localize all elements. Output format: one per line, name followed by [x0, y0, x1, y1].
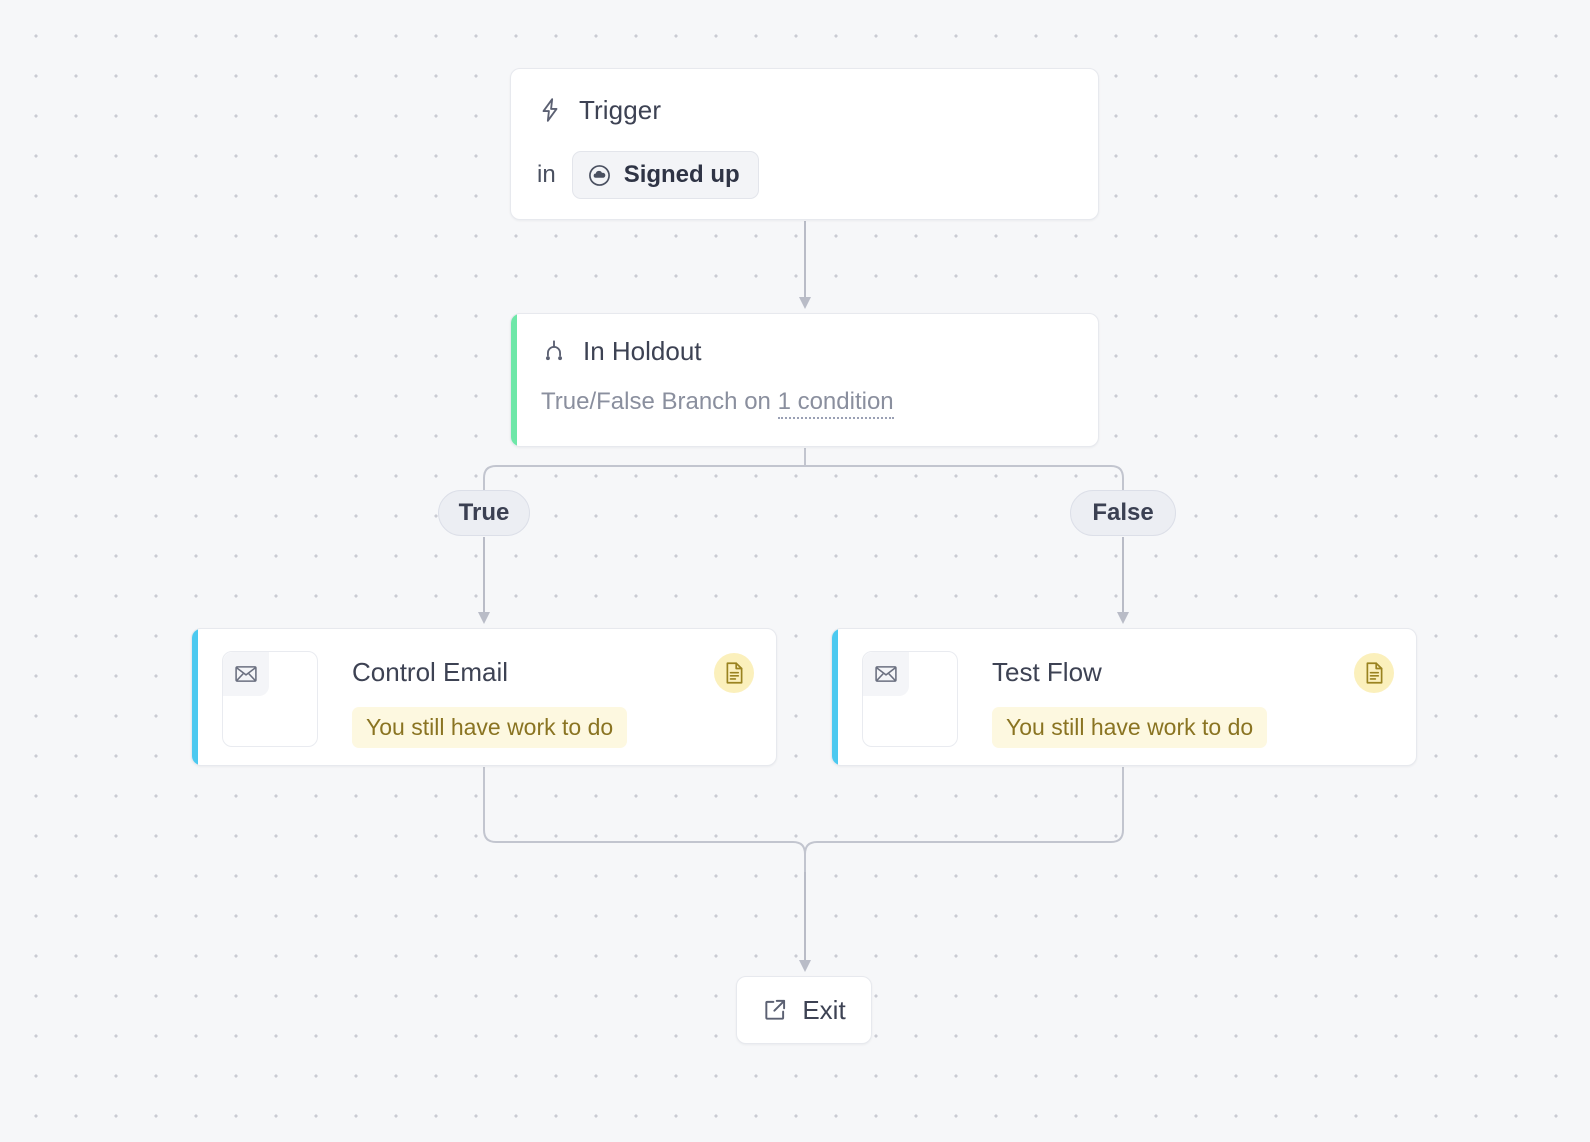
cloud-circle-icon [587, 163, 612, 188]
test-flow-accent-bar [832, 629, 838, 765]
edge-control-to-merge [483, 767, 806, 872]
holdout-title: In Holdout [583, 335, 702, 366]
node-trigger[interactable]: Trigger in Signed up [510, 68, 1099, 220]
holdout-condition-link[interactable]: 1 condition [777, 388, 894, 419]
node-in-holdout[interactable]: In Holdout True/False Branch on 1 condit… [510, 313, 1099, 447]
trigger-event-label: Signed up [623, 161, 740, 188]
trigger-in-label: in [537, 161, 556, 188]
holdout-accent-bar [511, 314, 517, 446]
trigger-title: Trigger [579, 94, 662, 125]
edge-split-right [805, 465, 1124, 490]
control-email-accent-bar [192, 629, 198, 765]
holdout-description: True/False Branch on 1 condition [541, 388, 1072, 419]
node-exit[interactable]: Exit [736, 976, 872, 1044]
control-email-document-icon[interactable] [714, 653, 754, 693]
lightning-bolt-icon [537, 95, 563, 125]
holdout-header: In Holdout [541, 334, 1072, 368]
external-link-icon [762, 997, 788, 1023]
test-flow-status-badge: You still have work to do [992, 707, 1268, 748]
test-flow-thumbnail[interactable] [862, 651, 958, 747]
branch-label-true[interactable]: True [438, 490, 530, 536]
trigger-header: Trigger [537, 91, 1072, 129]
control-email-title: Control Email [352, 657, 509, 687]
holdout-description-prefix: True/False Branch on [541, 388, 778, 415]
node-test-flow[interactable]: Test Flow You still have work to do [831, 628, 1417, 766]
envelope-icon [863, 652, 909, 696]
node-control-email[interactable]: Control Email You still have work to do [191, 628, 777, 766]
branch-label-false[interactable]: False [1070, 490, 1176, 536]
exit-label: Exit [802, 994, 846, 1025]
edge-test-to-merge [804, 767, 1124, 872]
control-email-status-badge: You still have work to do [352, 707, 628, 748]
test-flow-title: Test Flow [992, 657, 1102, 687]
trigger-event-row: in Signed up [537, 151, 1072, 199]
control-email-thumbnail[interactable] [222, 651, 318, 747]
envelope-icon [223, 652, 269, 696]
branch-split-icon [541, 337, 567, 365]
trigger-event-chip[interactable]: Signed up [571, 151, 759, 199]
test-flow-document-icon[interactable] [1354, 653, 1394, 693]
edge-split-left [483, 465, 805, 490]
